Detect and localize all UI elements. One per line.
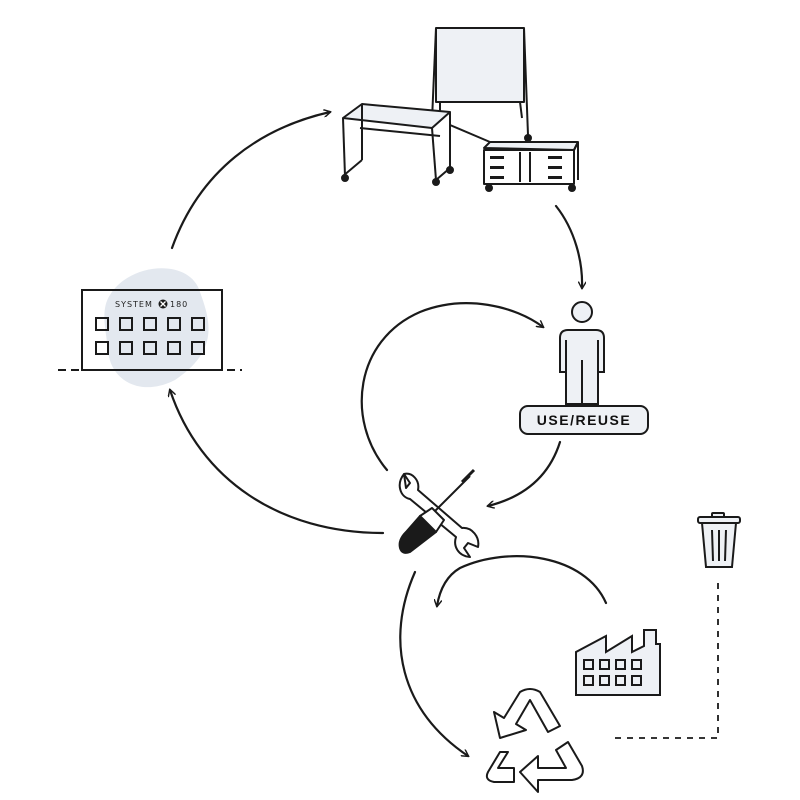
brand-right-text: 180	[170, 300, 188, 309]
arrow-furniture-to-person	[554, 204, 582, 288]
arrow-tools-to-person-loop	[360, 302, 543, 472]
arrow-plant-to-tools	[437, 555, 608, 606]
brand-left-text: SYSTEM	[115, 300, 153, 309]
factory-building-icon: SYSTEM 180	[58, 268, 242, 388]
recycle-icon	[485, 688, 584, 793]
person-icon	[559, 301, 605, 405]
office-furniture-icon	[341, 27, 579, 192]
arrow-factory-to-furniture	[170, 112, 330, 250]
arrow-person-to-tools	[488, 440, 562, 506]
trash-can-icon	[697, 512, 741, 568]
use-reuse-label: USE/REUSE	[537, 412, 631, 428]
arrow-tools-to-recycle	[399, 570, 468, 756]
use-reuse-badge: USE/REUSE	[519, 405, 649, 435]
dashed-trash-line	[610, 583, 719, 739]
manufacturing-plant-icon	[575, 629, 661, 696]
factory-windows	[95, 317, 205, 355]
repair-tools-icon	[398, 468, 480, 558]
arrow-tools-to-factory	[170, 390, 385, 535]
factory-brand: SYSTEM 180	[115, 299, 188, 309]
flow-arrows	[170, 112, 608, 756]
